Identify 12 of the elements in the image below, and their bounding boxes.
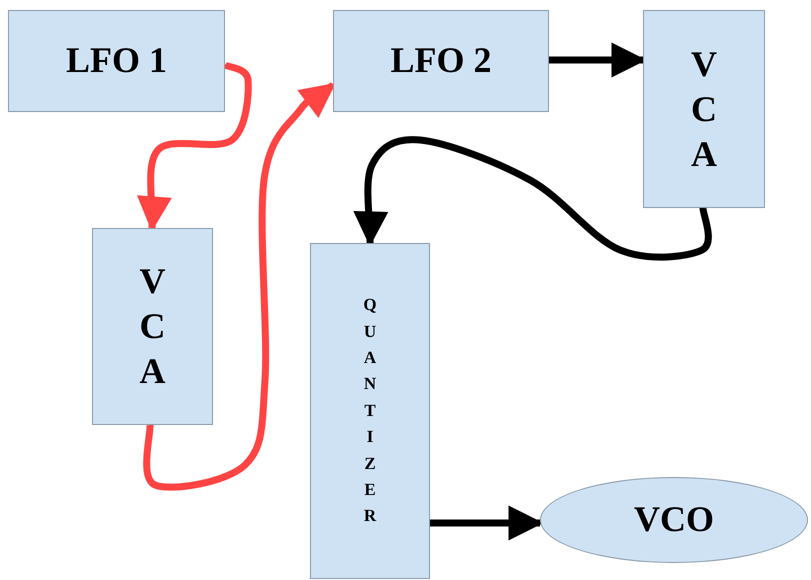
node-label: LFO 2 xyxy=(390,41,492,81)
process-box xyxy=(92,228,213,425)
node-label: VCO xyxy=(634,500,714,540)
process-box xyxy=(8,10,225,112)
node-label: VCA xyxy=(138,260,166,393)
node-label: VCA xyxy=(690,42,718,176)
process-box xyxy=(333,10,549,112)
process-box xyxy=(643,10,765,208)
process-box xyxy=(310,243,430,579)
node-label: QUANTIZER xyxy=(362,294,378,528)
arrow xyxy=(352,136,712,261)
node-label: LFO 1 xyxy=(66,41,167,81)
